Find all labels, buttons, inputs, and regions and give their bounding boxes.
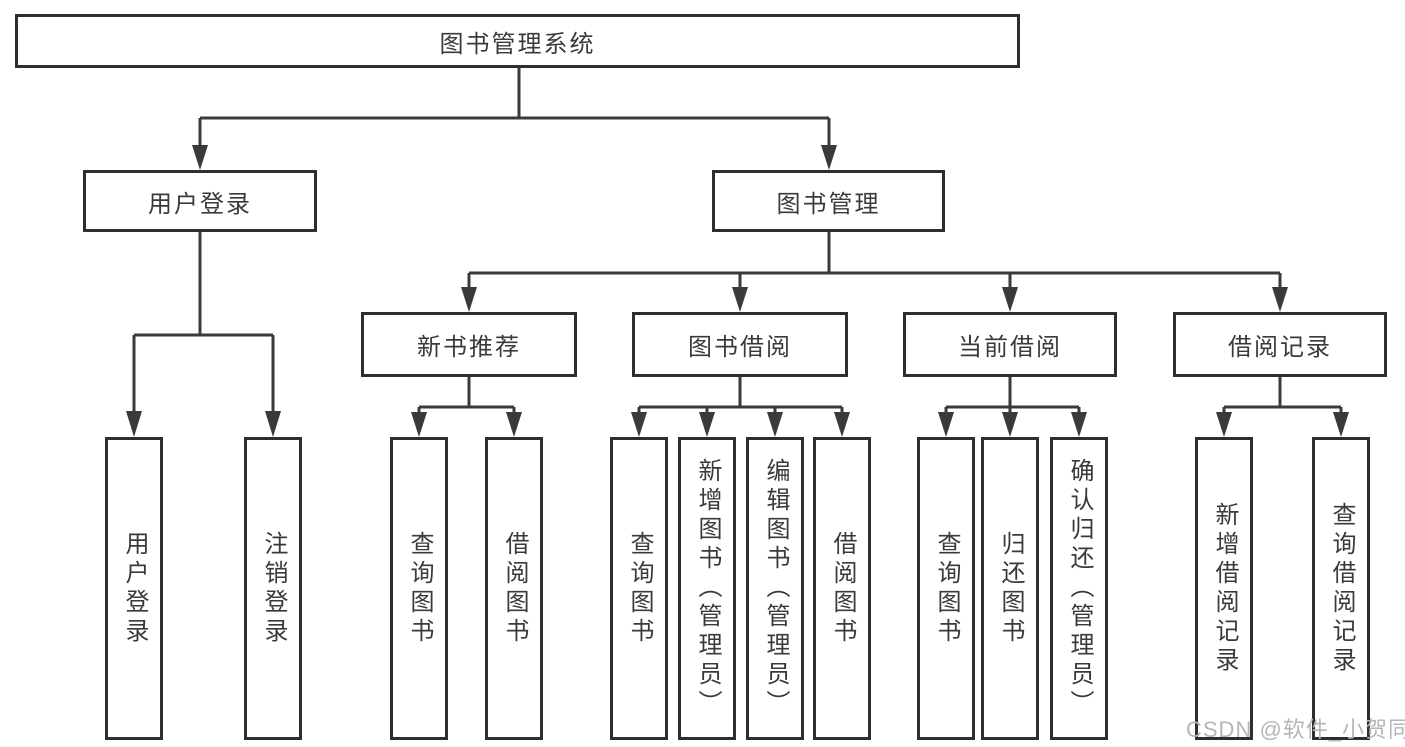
node-borrow-books-leaf: 借阅图书	[813, 437, 871, 740]
node-new-book-recommendation: 新书推荐	[361, 312, 577, 377]
node-label: 用户登录	[121, 530, 148, 647]
node-label: 查询图书	[933, 530, 960, 647]
node-label: 图书管理	[776, 190, 881, 218]
node-user-login-leaf: 用户登录	[105, 437, 163, 740]
node-label: 注销登录	[260, 530, 287, 647]
node-user-login: 用户登录	[83, 170, 317, 232]
node-add-borrow-record: 新增借阅记录	[1195, 437, 1253, 740]
arrowheads	[126, 145, 1349, 437]
node-label: 编辑图书（管理员）	[762, 458, 789, 719]
node-label: 新增图书（管理员）	[694, 458, 721, 719]
node-label: 查询图书	[626, 530, 653, 647]
node-add-book-admin: 新增图书（管理员）	[678, 437, 736, 740]
node-label: 图书管理系统	[439, 30, 596, 58]
node-logout: 注销登录	[244, 437, 302, 740]
node-label: 借阅图书	[501, 530, 528, 647]
node-label: 新书推荐	[417, 334, 521, 361]
node-current-borrowing: 当前借阅	[903, 312, 1117, 377]
node-book-management-system: 图书管理系统	[15, 14, 1020, 68]
csdn-watermark: CSDN @软件_小贺同学	[1186, 717, 1405, 742]
node-book-management: 图书管理	[712, 170, 945, 232]
node-label: 确认归还（管理员）	[1066, 458, 1093, 719]
node-label: 借阅记录	[1228, 334, 1332, 361]
node-label: 借阅图书	[829, 530, 856, 647]
node-label: 归还图书	[997, 530, 1024, 647]
node-query-books-borrowing: 查询图书	[610, 437, 668, 740]
node-return-books: 归还图书	[981, 437, 1039, 740]
node-book-borrowing: 图书借阅	[632, 312, 848, 377]
node-label: 当前借阅	[958, 334, 1062, 361]
node-label: 用户登录	[148, 190, 252, 218]
node-borrow-books-recommend: 借阅图书	[485, 437, 543, 740]
node-query-borrow-record: 查询借阅记录	[1312, 437, 1370, 740]
node-borrowing-records: 借阅记录	[1173, 312, 1387, 377]
node-edit-book-admin: 编辑图书（管理员）	[746, 437, 804, 740]
node-label: 图书借阅	[688, 334, 792, 361]
node-confirm-return-admin: 确认归还（管理员）	[1050, 437, 1108, 740]
node-label: 查询图书	[406, 530, 433, 647]
node-label: 查询借阅记录	[1328, 501, 1355, 676]
node-label: 新增借阅记录	[1211, 501, 1238, 676]
node-query-books-current: 查询图书	[917, 437, 975, 740]
node-query-books-recommend: 查询图书	[390, 437, 448, 740]
